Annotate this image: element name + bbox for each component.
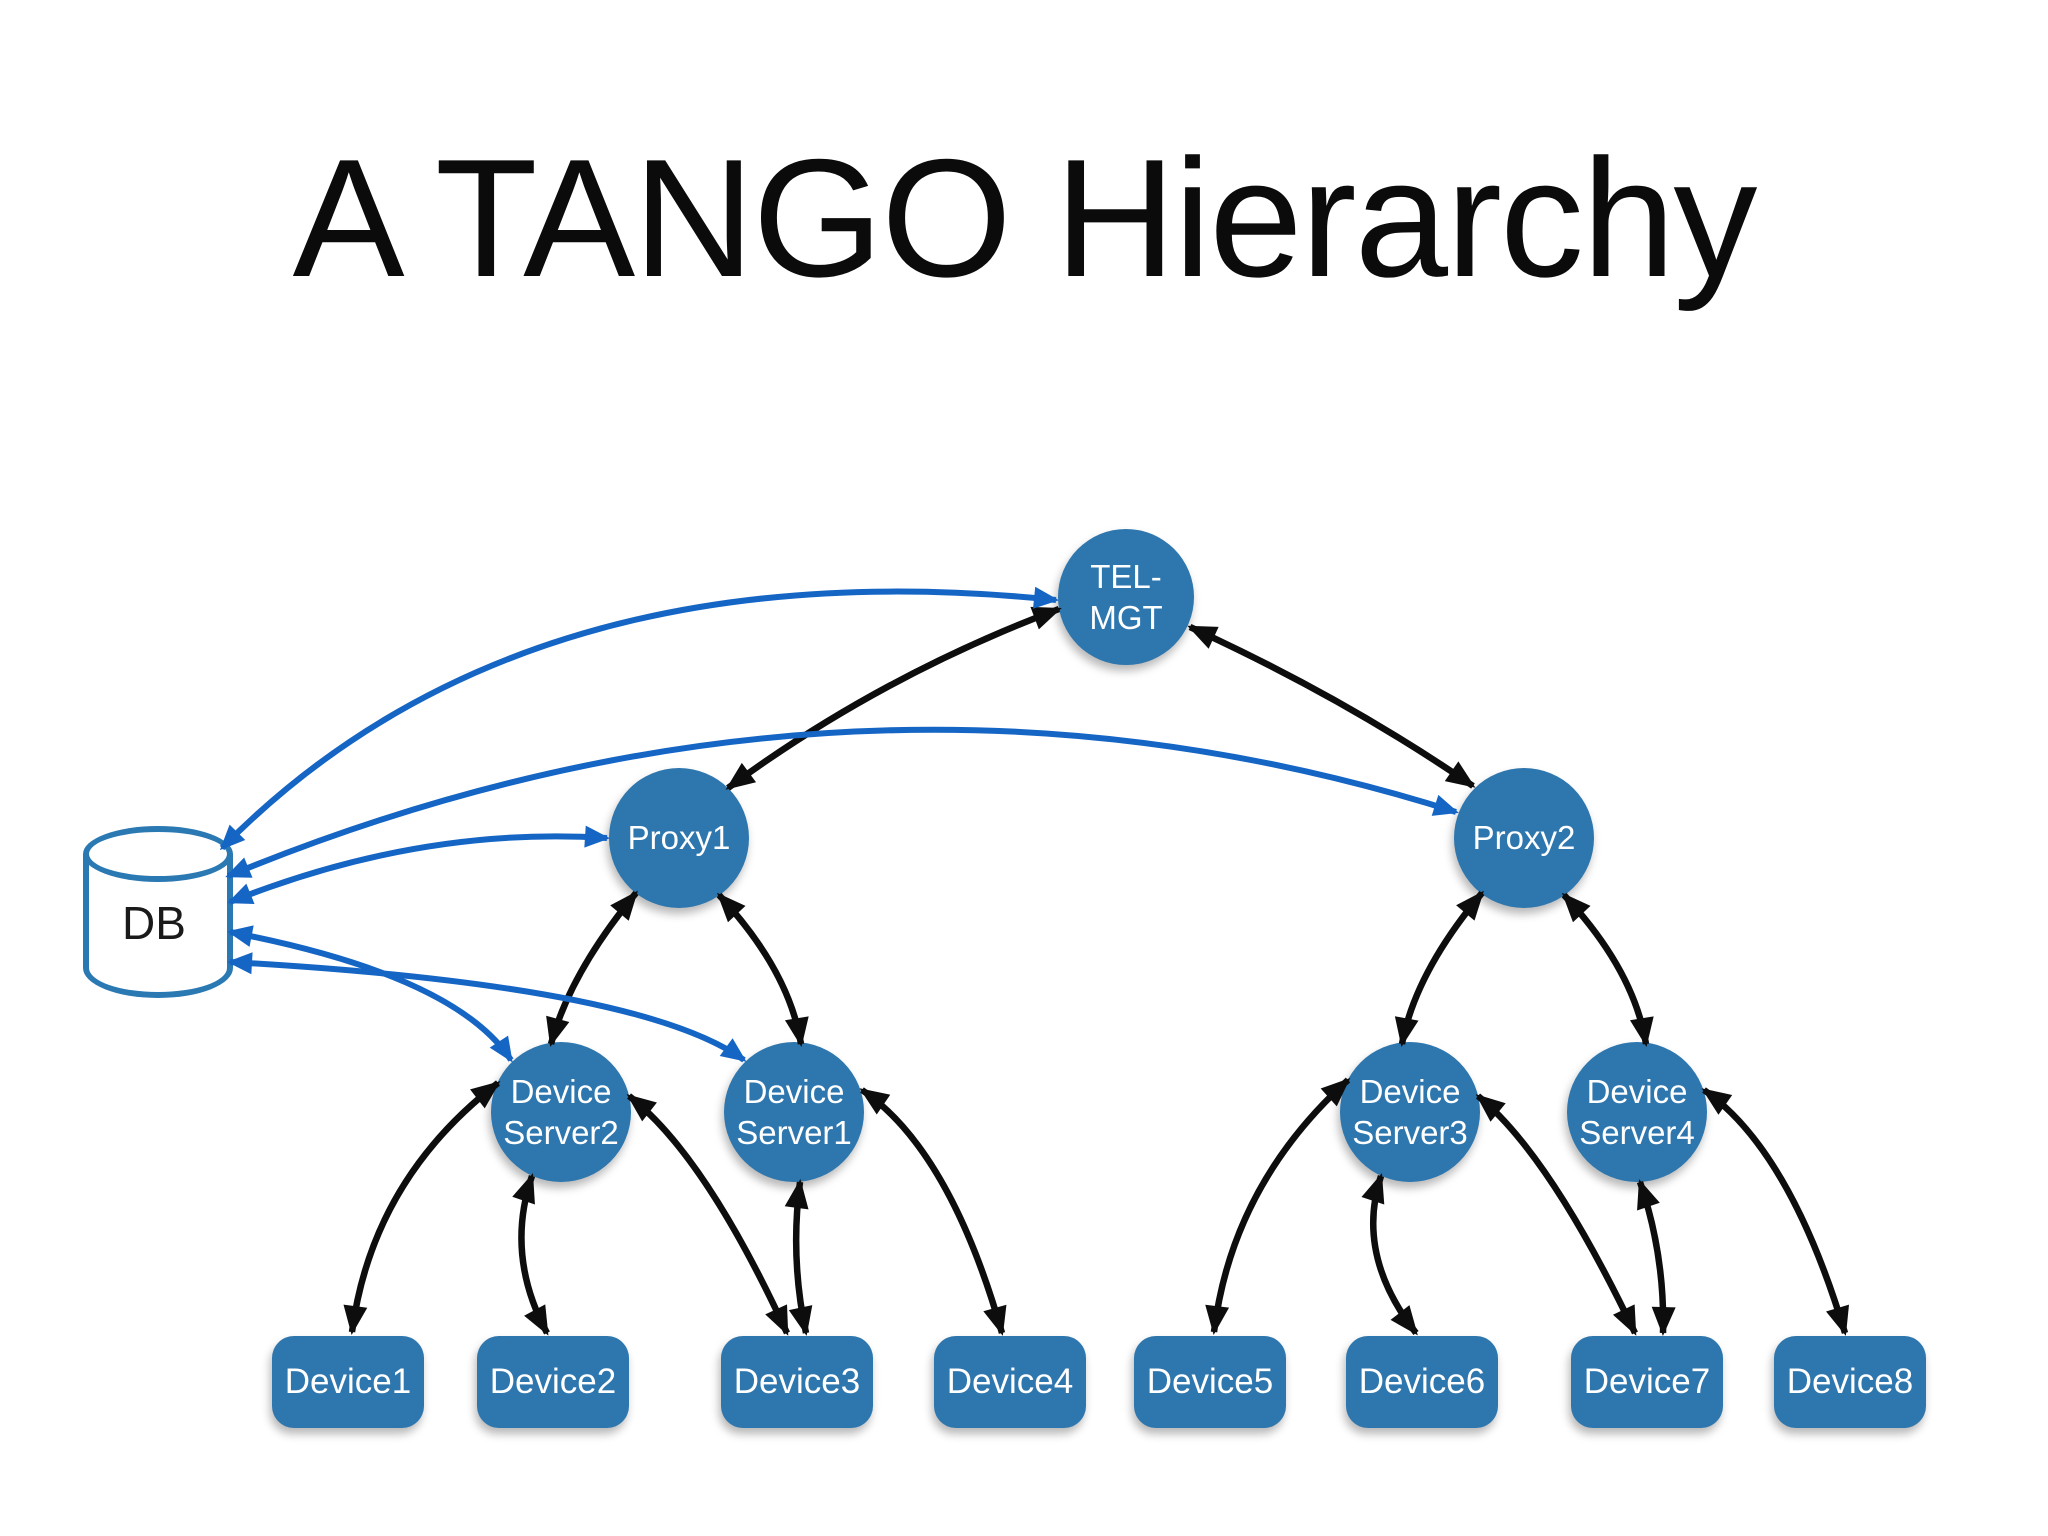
- node-label-line: TEL-: [1090, 557, 1162, 595]
- page-title: A TANGO Hierarchy: [292, 124, 1758, 312]
- node-proxy1: Proxy1: [609, 768, 749, 908]
- node-tel-mgt: TEL- MGT: [1058, 529, 1194, 665]
- node-label-line: Device4: [946, 1361, 1074, 1401]
- node-label-line: Server4: [1579, 1114, 1695, 1151]
- db-label: DB: [122, 897, 186, 949]
- node-label-line: MGT: [1089, 599, 1163, 636]
- node-label-line: Device: [743, 1072, 845, 1110]
- node-label-line: Device: [1586, 1072, 1688, 1110]
- node-label-line: Device3: [733, 1361, 861, 1401]
- node-label-line: Device5: [1146, 1361, 1274, 1401]
- node-device2: Device2: [477, 1336, 629, 1428]
- node-label-line: Proxy1: [627, 819, 731, 857]
- node-label-line: Proxy2: [1472, 819, 1576, 857]
- node-label-line: Device: [510, 1072, 612, 1110]
- node-device4: Device4: [934, 1336, 1086, 1428]
- node-device8: Device8: [1774, 1336, 1926, 1428]
- node-label-line: Device7: [1583, 1361, 1711, 1401]
- node-device3: Device3: [721, 1336, 873, 1428]
- node-label-line: Device6: [1358, 1361, 1486, 1401]
- node-device6: Device6: [1346, 1336, 1498, 1428]
- node-device7: Device7: [1571, 1336, 1723, 1428]
- node-label-line: Device: [1359, 1072, 1461, 1110]
- node-label-line: Device1: [284, 1361, 412, 1401]
- node-device5: Device5: [1134, 1336, 1286, 1428]
- node-label-line: Server1: [736, 1114, 852, 1151]
- node-label-line: Device2: [489, 1361, 617, 1401]
- db-cylinder-top-ellipse: [83, 826, 233, 882]
- db-cylinder: DB: [83, 826, 233, 998]
- node-label-line: Server2: [503, 1114, 619, 1151]
- node-proxy2: Proxy2: [1454, 768, 1594, 908]
- node-label-line: Device8: [1786, 1361, 1914, 1401]
- node-label-line: Server3: [1352, 1114, 1468, 1151]
- node-device1: Device1: [272, 1336, 424, 1428]
